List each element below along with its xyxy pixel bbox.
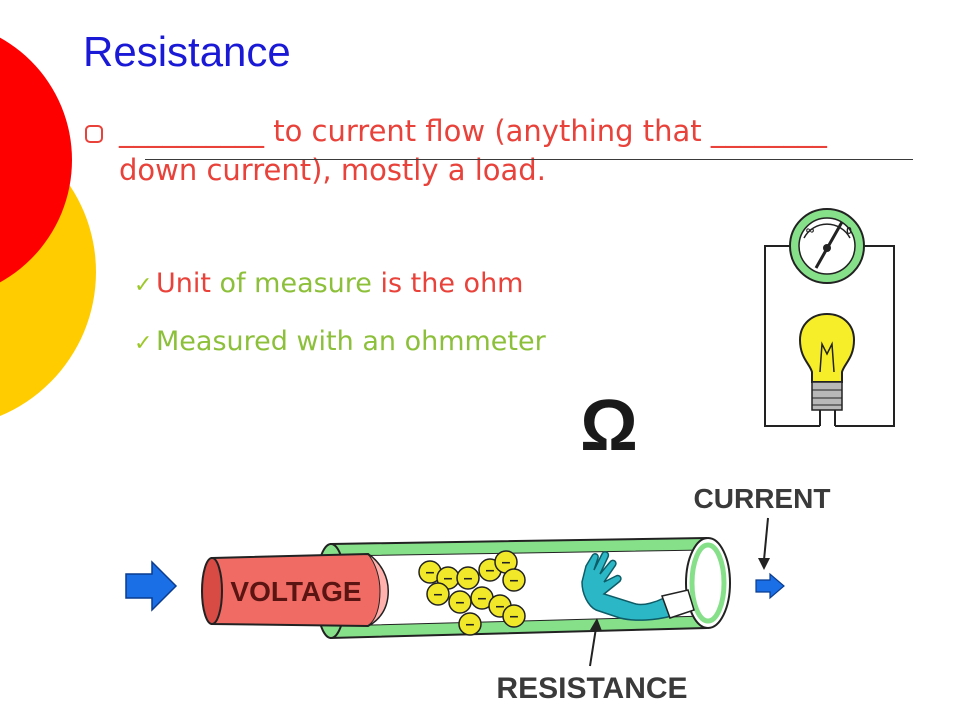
- slide-title: Resistance: [83, 28, 291, 75]
- sleeve: [661, 589, 695, 619]
- electron-sign: –: [466, 616, 475, 633]
- meter-infinity-label: ∞: [806, 223, 815, 237]
- electron-sign: –: [464, 570, 473, 587]
- resistance-pointer: [589, 627, 597, 667]
- ohmmeter-icon: ∞ 0: [789, 208, 865, 284]
- bullet-text: __________ to current flow (anything tha…: [119, 114, 827, 187]
- electron-sign: –: [426, 564, 435, 581]
- input-arrow-icon: [125, 560, 178, 612]
- current-pointer-head: [758, 558, 770, 570]
- electron-sign: –: [434, 586, 443, 603]
- ohm-symbol-icon: Ω: [580, 388, 638, 458]
- voltage-label: VOLTAGE: [230, 576, 361, 607]
- electron: [456, 566, 480, 590]
- ohmmeter-circuit-illustration: ∞ 0: [764, 208, 895, 427]
- electron-sign: –: [510, 608, 519, 625]
- circuit-wire: [764, 245, 895, 427]
- decorative-circles: [0, 37, 96, 416]
- subpoint-unit: ✓Unit of measure is the ohm: [134, 266, 523, 304]
- red-circle: [0, 37, 72, 283]
- electron-group: ––––––––––––: [418, 550, 526, 636]
- subpoint-unit-part2: of measure: [210, 268, 372, 299]
- resistance-pointer-head: [590, 618, 602, 631]
- electron-sign: –: [510, 572, 519, 589]
- electron: [502, 604, 526, 628]
- resistance-diagram: VOLTAGE –––––––––––– CURRENT RESISTANCE: [125, 483, 831, 705]
- meter-zero-label: 0: [846, 226, 852, 237]
- electron: [426, 582, 450, 606]
- subpoint-unit-part1: Unit: [156, 268, 211, 299]
- output-arrow-icon: [755, 572, 785, 600]
- subpoint-measured: ✓Measured with an ohmmeter: [134, 324, 546, 362]
- subpoint-measured-text: Measured with an ohmmeter: [156, 326, 546, 357]
- voltage-plunger-end: [201, 557, 223, 625]
- electron-sign: –: [496, 598, 505, 615]
- electron-sign: –: [502, 554, 511, 571]
- hand-icon: [581, 551, 674, 621]
- square-outline-icon: [85, 125, 103, 143]
- check-mark-icon: ✓: [134, 273, 153, 298]
- voltage-plunger-face: [367, 553, 389, 627]
- subpoint-unit-part3: is the ohm: [371, 268, 524, 299]
- check-mark-icon: ✓: [134, 331, 153, 356]
- electron-sign: –: [478, 590, 487, 607]
- ohm-symbol-text: Ω: [580, 388, 638, 458]
- electron: [458, 612, 482, 636]
- electron-sign: –: [444, 570, 453, 587]
- electron-sign: –: [486, 562, 495, 579]
- tube-end-rim: [689, 542, 727, 624]
- underline-rule: [145, 159, 913, 160]
- current-pointer: [763, 517, 769, 561]
- current-label: CURRENT: [694, 483, 831, 514]
- electron-sign: –: [456, 594, 465, 611]
- light-bulb-icon: [798, 312, 856, 426]
- electron: [502, 568, 526, 592]
- resistance-label: RESISTANCE: [496, 672, 687, 705]
